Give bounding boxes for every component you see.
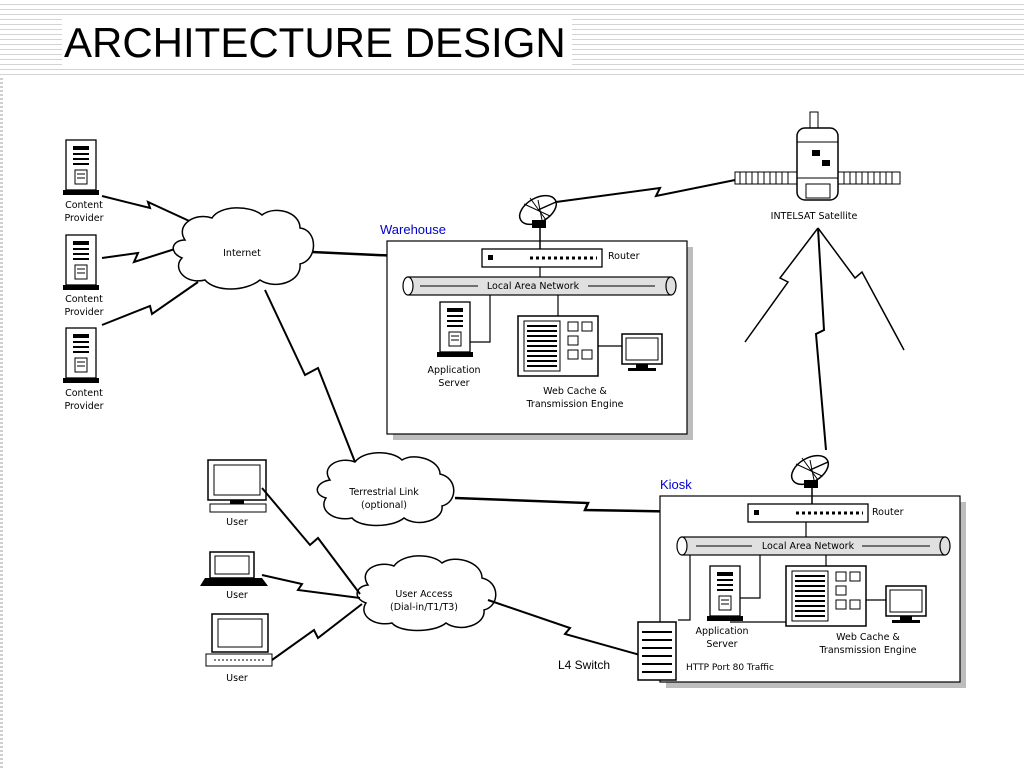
kiosk-app-server [706,565,744,622]
user-desktop-3 [205,613,273,667]
content-provider-server-2 [62,234,100,291]
kiosk-lan-label: Local Area Network [762,541,855,552]
kiosk-web-cache [785,565,867,627]
warehouse-app-server-line1: Application [427,365,480,376]
satellite-icon [734,111,901,201]
content-provider-label-2-line2: Provider [64,307,103,318]
l4-switch-label: L4 Switch [558,658,610,672]
link-warehouse-satellite [555,177,746,203]
link-user3-access [271,603,363,661]
user-access-cloud [356,555,497,632]
link-access-switch [487,599,641,656]
beam-left [744,227,819,343]
content-provider-label-3-line1: Content [65,388,103,399]
link-provider2-internet [101,247,179,264]
kiosk-app-server-line1: Application [695,626,748,637]
left-dotted-rule [0,78,3,768]
terrestrial-link-cloud [316,452,455,527]
link-provider1-internet [101,195,199,226]
link-internet-terrestrial [264,289,356,463]
user-access-line1: User Access [395,589,452,600]
user-desktop-1 [207,459,267,513]
user-label-3: User [226,673,248,684]
warehouse-title: Warehouse [380,222,446,237]
warehouse-app-server-line2: Server [438,378,469,389]
warehouse-web-cache [517,315,599,377]
content-provider-server-3 [62,327,100,384]
warehouse-app-server [436,301,474,358]
user-label-1: User [226,517,248,528]
kiosk-web-cache-line2: Transmission Engine [819,645,917,656]
http-traffic-label: HTTP Port 80 Traffic [686,663,774,673]
warehouse-router-label: Router [608,251,640,262]
link-user2-access [261,574,361,599]
kiosk-satellite-dish [785,448,835,492]
internet-label: Internet [223,248,261,259]
internet-cloud [172,207,315,290]
l4-switch-device [637,621,677,681]
user-label-2: User [226,590,248,601]
warehouse-web-cache-line2: Transmission Engine [526,399,624,410]
content-provider-label-2-line1: Content [65,294,103,305]
link-provider3-internet [101,281,199,326]
kiosk-web-cache-line1: Web Cache & [836,632,900,643]
kiosk-router-label: Router [872,507,904,518]
content-provider-label-1-line1: Content [65,200,103,211]
user-laptop-2 [200,551,268,586]
content-provider-label-3-line2: Provider [64,401,103,412]
beam-right [817,227,905,351]
kiosk-lan [676,536,951,556]
warehouse-router [480,247,604,269]
warehouse-lan-label: Local Area Network [487,281,580,292]
content-provider-label-1-line2: Provider [64,213,103,224]
content-provider-server-1 [62,139,100,196]
warehouse-web-cache-line1: Web Cache & [543,386,607,397]
warehouse-satellite-dish [513,188,563,232]
terrestrial-link-line2: (optional) [361,500,407,511]
satellite-label: INTELSAT Satellite [771,211,858,222]
terrestrial-link-line1: Terrestrial Link [348,487,419,498]
kiosk-router [746,502,870,524]
link-satellite-kiosk [814,227,827,451]
link-user1-access [261,487,361,595]
slide-title: ARCHITECTURE DESIGN [62,18,572,68]
kiosk-title: Kiosk [660,477,692,492]
user-access-line2: (Dial-in/T1/T3) [390,602,458,613]
kiosk-app-server-line2: Server [706,639,737,650]
